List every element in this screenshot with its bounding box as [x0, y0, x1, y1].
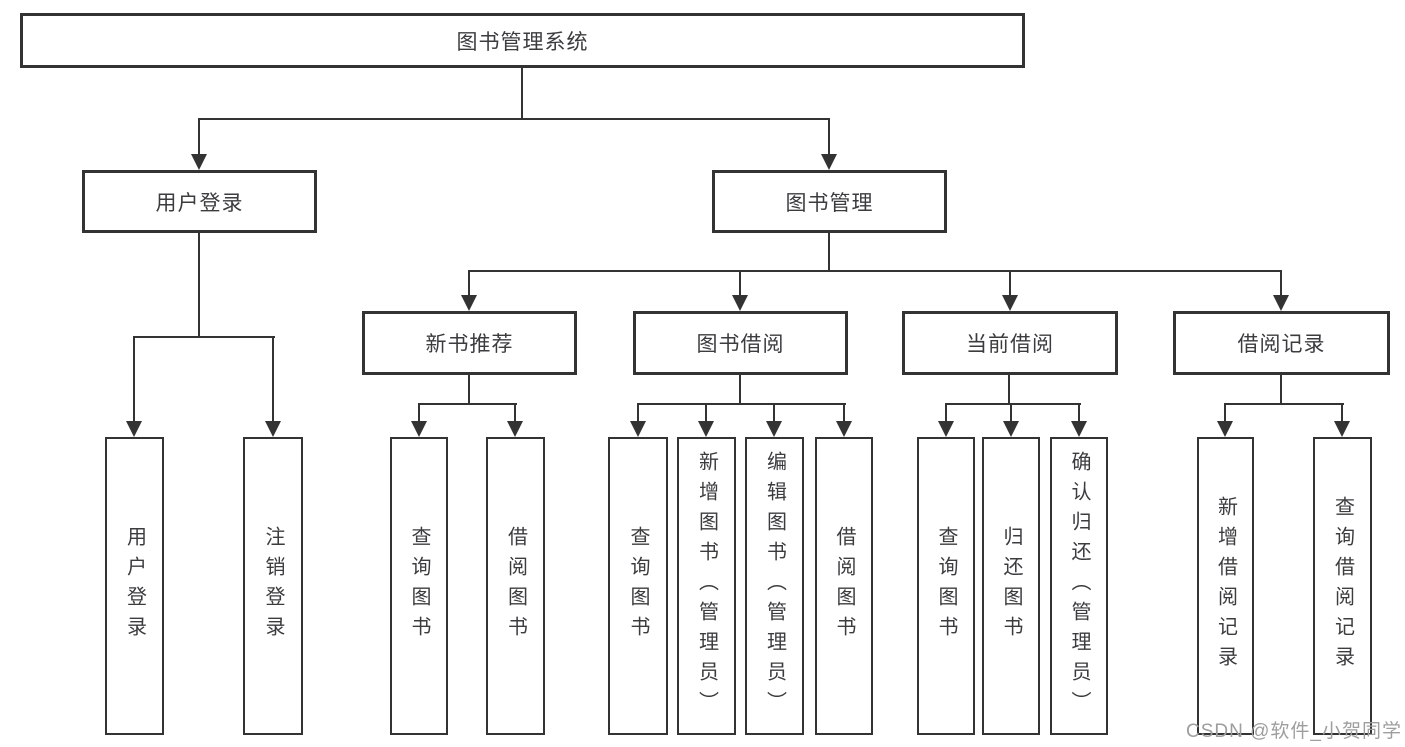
node-label: 用户登录 [155, 191, 244, 215]
leaf-confirm-return-admin: 确认归还（管理员） [1050, 437, 1108, 735]
leaf-label: 编辑图书（管理员） [763, 451, 786, 721]
connector-arrow [732, 270, 748, 311]
connector-arrow [630, 403, 646, 437]
node-label: 借阅记录 [1237, 333, 1326, 356]
connector-line [739, 375, 741, 405]
connector-arrow [411, 403, 427, 437]
leaf-recommend-borrow-books: 借阅图书 [486, 437, 545, 735]
connector-arrow [507, 403, 523, 437]
leaf-user-login: 用户登录 [105, 437, 164, 735]
leaf-label: 查询图书 [408, 526, 430, 646]
node-label: 当前借阅 [966, 333, 1054, 356]
leaf-edit-books-admin: 编辑图书（管理员） [745, 437, 804, 735]
leaf-logout: 注销登录 [243, 437, 303, 735]
node-label: 图书借阅 [696, 333, 785, 356]
leaf-label: 归还图书 [1000, 526, 1022, 646]
node-book-management: 图书管理 [712, 170, 947, 233]
connector-arrow [461, 270, 477, 311]
connector-arrow [1002, 270, 1018, 311]
connector-arrow [1071, 403, 1087, 437]
connector-line [637, 403, 846, 405]
connector-line [945, 403, 1081, 405]
connector-arrow [766, 403, 782, 437]
node-current-borrowing: 当前借阅 [902, 311, 1118, 375]
leaf-label: 借阅图书 [833, 526, 855, 646]
connector-arrow [1273, 270, 1289, 311]
connector-line [468, 375, 470, 405]
node-label: 新书推荐 [425, 333, 514, 356]
connector-line [1224, 403, 1344, 405]
connector-line [198, 233, 200, 337]
connector-arrow [836, 403, 852, 437]
leaf-query-borrow-record: 查询借阅记录 [1313, 437, 1372, 735]
node-new-book-recommend: 新书推荐 [362, 311, 577, 375]
connector-arrow [265, 336, 281, 437]
node-book-borrowing: 图书借阅 [633, 311, 848, 375]
node-library-management-system: 图书管理系统 [20, 13, 1025, 68]
connector-arrow [191, 118, 207, 170]
csdn-watermark: CSDN @软件_小贺同学 [1186, 721, 1402, 742]
leaf-return-books: 归还图书 [982, 437, 1040, 735]
connector-line [418, 403, 517, 405]
leaf-current-query-books: 查询图书 [917, 437, 975, 735]
node-user-login: 用户登录 [82, 170, 317, 233]
connector-arrow [938, 403, 954, 437]
connector-line [828, 233, 830, 272]
leaf-borrowing-query-books: 查询图书 [608, 437, 668, 735]
leaf-recommend-query-books: 查询图书 [390, 437, 448, 735]
leaf-label: 用户登录 [123, 526, 146, 646]
connector-line [1008, 375, 1010, 405]
leaf-add-borrow-record: 新增借阅记录 [1197, 437, 1254, 735]
connector-arrow [821, 118, 837, 170]
leaf-label: 新增图书（管理员） [695, 451, 718, 721]
node-borrow-records: 借阅记录 [1173, 311, 1390, 375]
leaf-label: 查询图书 [935, 526, 957, 646]
leaf-label: 确认归还（管理员） [1068, 451, 1090, 721]
connector-arrow [1217, 403, 1233, 437]
leaf-label: 注销登录 [262, 526, 284, 646]
connector-line [1280, 375, 1282, 405]
connector-arrow [698, 403, 714, 437]
connector-arrow [1003, 403, 1019, 437]
leaf-add-books-admin: 新增图书（管理员） [677, 437, 736, 735]
leaf-label: 查询图书 [627, 526, 649, 646]
leaf-label: 借阅图书 [504, 526, 527, 646]
connector-line [521, 68, 523, 118]
leaf-label: 查询借阅记录 [1331, 496, 1354, 676]
connector-line [198, 118, 830, 120]
connector-arrow [126, 336, 142, 437]
leaf-label: 新增借阅记录 [1214, 496, 1237, 676]
connector-arrow [1334, 403, 1350, 437]
node-label: 图书管理系统 [456, 30, 589, 54]
node-label: 图书管理 [785, 191, 874, 215]
connector-line [133, 336, 275, 338]
leaf-borrow-books: 借阅图书 [815, 437, 873, 735]
connector-line [468, 270, 1282, 272]
